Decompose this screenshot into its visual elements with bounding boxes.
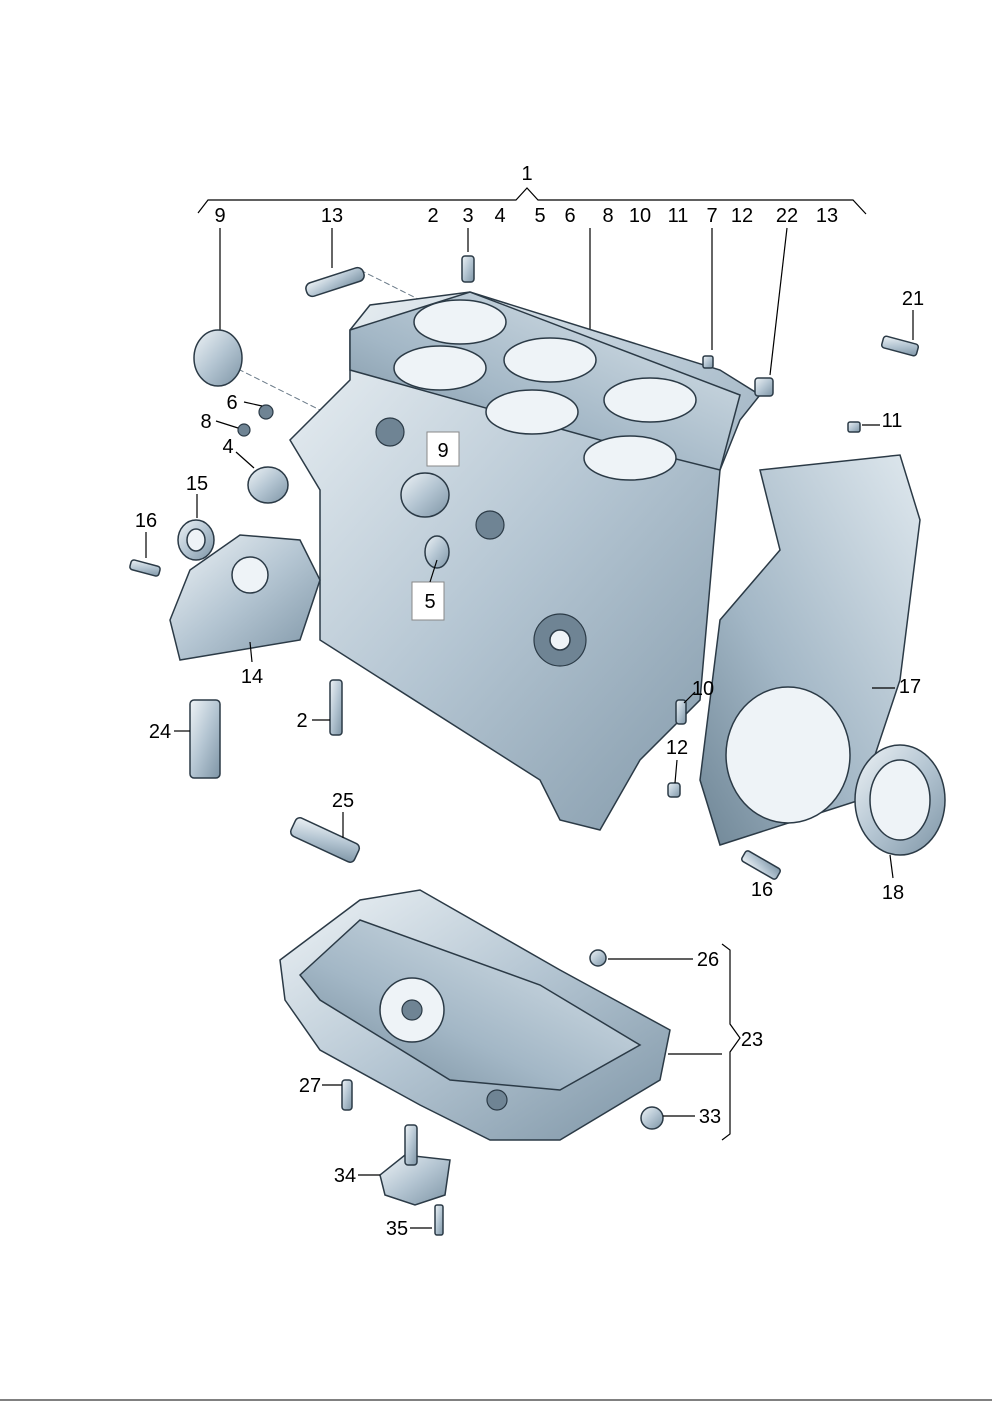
callout-8: 8 [200, 411, 211, 433]
sealing-flange-rear [699, 454, 946, 856]
callout-15: 15 [186, 473, 208, 495]
cylinder-block [289, 291, 762, 831]
callout-3: 3 [462, 205, 473, 227]
callout-26: 26 [697, 949, 719, 971]
callout-6: 6 [564, 205, 575, 227]
callout-23: 23 [741, 1029, 763, 1051]
callout-1: 1 [521, 163, 532, 185]
callout-34: 34 [334, 1165, 356, 1187]
callout-12: 12 [731, 205, 753, 227]
callout-9: 9 [214, 205, 225, 227]
callout-22: 22 [776, 205, 798, 227]
callout-16b: 16 [751, 879, 773, 901]
callout-21: 21 [902, 288, 924, 310]
callout-24: 24 [149, 721, 171, 743]
callout-13b: 13 [816, 205, 838, 227]
callout-25: 25 [332, 790, 354, 812]
callout-5: 5 [534, 205, 545, 227]
callout-11: 11 [882, 410, 903, 432]
callout-4: 4 [494, 205, 505, 227]
callout-2: 2 [296, 710, 307, 732]
top-row-callouts: 9 13 2 3 4 5 6 8 10 11 7 12 22 13 [214, 205, 838, 227]
callout-9-box [426, 431, 460, 467]
callout-35: 35 [386, 1218, 408, 1240]
callout-33: 33 [699, 1106, 721, 1128]
sealing-flange-front [169, 329, 321, 661]
callout-27: 27 [299, 1075, 321, 1097]
side-callouts: 21 11 6 8 4 9 15 16 5 14 10 17 2 24 12 2… [135, 288, 924, 1240]
callout-7: 7 [706, 205, 717, 227]
callout-8: 8 [602, 205, 613, 227]
small-parts [129, 255, 920, 880]
group-brace [197, 187, 867, 215]
callout-18: 18 [882, 882, 904, 904]
callout-6: 6 [226, 392, 237, 414]
callout-5-boxed: 5 [424, 591, 435, 613]
callout-9-boxed: 9 [437, 440, 448, 462]
callout-5-box [411, 581, 445, 621]
oil-sump [279, 889, 671, 1236]
callout-16: 16 [135, 510, 157, 532]
callout-10: 10 [692, 678, 714, 700]
callout-11: 11 [668, 205, 689, 227]
callout-10: 10 [629, 205, 651, 227]
callout-12: 12 [666, 737, 688, 759]
callout-4: 4 [222, 436, 233, 458]
bracket-23 [721, 943, 741, 1141]
callout-14: 14 [241, 666, 263, 688]
callout-2: 2 [427, 205, 438, 227]
callout-17: 17 [899, 676, 921, 698]
callout-13: 13 [321, 205, 343, 227]
